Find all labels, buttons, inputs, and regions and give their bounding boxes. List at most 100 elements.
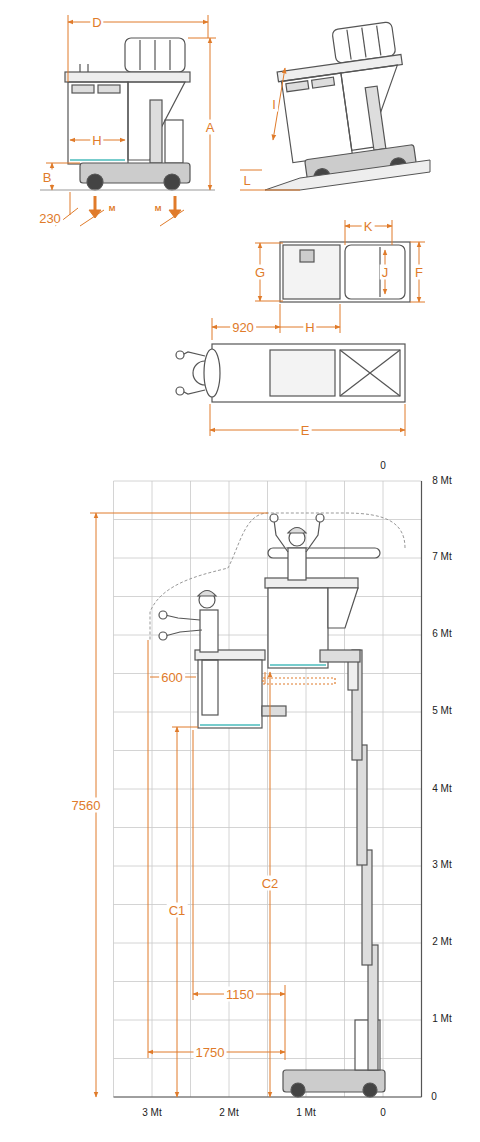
workers-part: [288, 528, 306, 534]
dimension-label: M: [107, 204, 118, 214]
mast-lift-raised-part: [270, 664, 326, 666]
tilted-view-part: [277, 54, 402, 81]
scale-label: 1 Mt: [294, 1107, 317, 1119]
workers-part: [202, 660, 218, 715]
side-view-part: [98, 85, 120, 93]
plan-with-operator-part: [340, 350, 400, 396]
ramp-part: [265, 160, 430, 190]
side-dimensions-part: [89, 210, 101, 218]
dimension-label: E: [299, 423, 312, 438]
dimension-label: C1: [167, 903, 188, 918]
working-dimensions-part: [193, 730, 194, 1000]
mast-lift-raised-part: [200, 724, 260, 726]
dimension-label: 600: [159, 670, 185, 685]
working-dimensions-part: [265, 672, 266, 684]
plan-dimensions-part: [212, 318, 213, 340]
workers-part: [159, 632, 167, 640]
mast-rear: [165, 120, 183, 163]
guard-rail: [65, 72, 190, 82]
side-view-part: [169, 40, 170, 70]
plan-dimensions-part: [340, 304, 341, 333]
mast-lift-raised-part: [262, 706, 286, 716]
workers-part: [198, 591, 216, 597]
dimension-label: D: [90, 15, 103, 30]
dimension-label: 230: [37, 211, 63, 226]
workers-part: [306, 520, 320, 552]
upper-rail: [268, 548, 380, 558]
side-dimensions-part: [208, 15, 209, 38]
dimension-label: C2: [260, 876, 281, 891]
working-dimensions: [90, 513, 285, 1097]
scale-label: 8 Mt: [430, 475, 453, 487]
workers-part: [165, 630, 202, 636]
dimension-label: B: [41, 170, 54, 185]
dimension-label: A: [204, 120, 217, 135]
plan-dimensions-part: [410, 242, 425, 243]
plan-outline: [280, 242, 410, 302]
scale-grid-part: [114, 1097, 422, 1098]
mast: [150, 100, 162, 163]
mast-lift-raised-part: [265, 578, 358, 588]
dimension-label: 7560: [70, 798, 103, 813]
mast-lift-raised-part: [348, 660, 358, 690]
working-dimensions-part: [285, 985, 286, 1060]
plan-dimensions: [212, 220, 425, 340]
dimension-label: L: [241, 173, 252, 188]
dimension-label: H: [303, 320, 316, 335]
side-view-part: [154, 40, 155, 70]
plan-view-part: [300, 250, 314, 262]
scale-grid-part: [114, 519, 422, 520]
side-view-part: [79, 64, 80, 72]
plan-with-operator: [176, 344, 405, 402]
plan-with-operator-part: [176, 351, 184, 359]
scale-label: 5 Mt: [430, 705, 453, 717]
side-dimensions-part: [70, 192, 71, 215]
scale-grid: [114, 481, 422, 1097]
scale-grid-part: [421, 481, 422, 1097]
tilted-view: [272, 21, 417, 189]
scale-label: 7 Mt: [430, 551, 453, 563]
tilted-view-part: [281, 73, 352, 163]
scale-grid-part: [114, 904, 422, 905]
dimension-label: F: [413, 265, 425, 280]
tilted-dimensions: [240, 68, 300, 190]
mast-lift-raised-part: [363, 1083, 377, 1097]
side-dimensions-part: [46, 163, 80, 164]
scale-label: 4 Mt: [430, 783, 453, 795]
mast-lift-raised-part: [263, 678, 335, 684]
plan-dimensions-part: [280, 304, 281, 333]
mast-lift-raised-part: [328, 588, 358, 628]
mast-lift-raised-part: [268, 588, 328, 668]
working-dimensions-part: [172, 727, 198, 728]
machine-plan: [212, 344, 405, 402]
mast-lift-raised-part: [357, 745, 367, 865]
side-view-part: [70, 159, 125, 161]
side-dimensions-part: [210, 38, 211, 190]
plan-with-operator-part: [340, 350, 400, 396]
dimension-label: 1150: [224, 987, 256, 1002]
rear-rail: [125, 38, 185, 72]
side-view-part: [87, 64, 88, 72]
side-dimensions-part: [68, 15, 69, 82]
dimension-label: K: [362, 219, 375, 234]
tilted-view-part: [347, 30, 351, 60]
mast-lift-raised-part: [198, 660, 262, 728]
workers-part: [159, 611, 167, 619]
plan-dimensions-part: [255, 243, 283, 244]
dimension-label: M: [153, 204, 164, 214]
mast-lift-raised-part: [362, 850, 372, 965]
tilted-dimensions-part: [240, 190, 300, 191]
side-dimensions-part: [68, 22, 208, 23]
plan-view-part: [283, 245, 340, 299]
scale-label: 0: [378, 1107, 388, 1119]
scale-grid-part: [114, 750, 422, 751]
scale-label: 6 Mt: [430, 628, 453, 640]
scale-grid-part: [114, 1096, 422, 1097]
workers-part: [200, 610, 218, 652]
scale-label: 0: [378, 460, 388, 472]
workers-part: [288, 548, 306, 580]
scale-label: 0: [429, 1091, 439, 1103]
tilted-view-part: [341, 65, 408, 150]
